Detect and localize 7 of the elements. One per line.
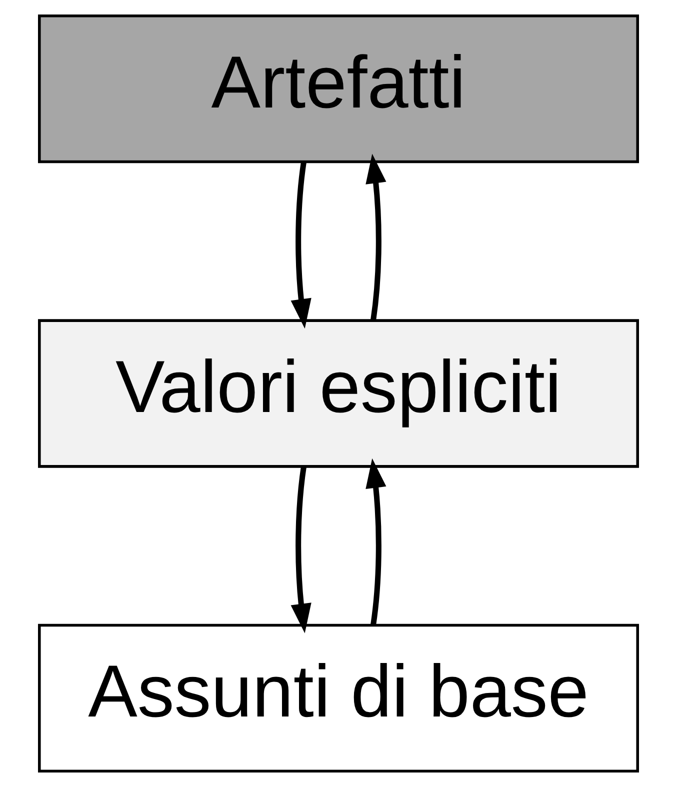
arrow bbox=[366, 458, 386, 626]
node-box: Valori espliciti bbox=[38, 319, 639, 468]
arrow bbox=[290, 466, 312, 634]
arrow bbox=[290, 162, 312, 329]
node-box: Assunti di base bbox=[38, 624, 639, 772]
arrow bbox=[366, 154, 386, 321]
node-box: Artefatti bbox=[38, 14, 639, 164]
